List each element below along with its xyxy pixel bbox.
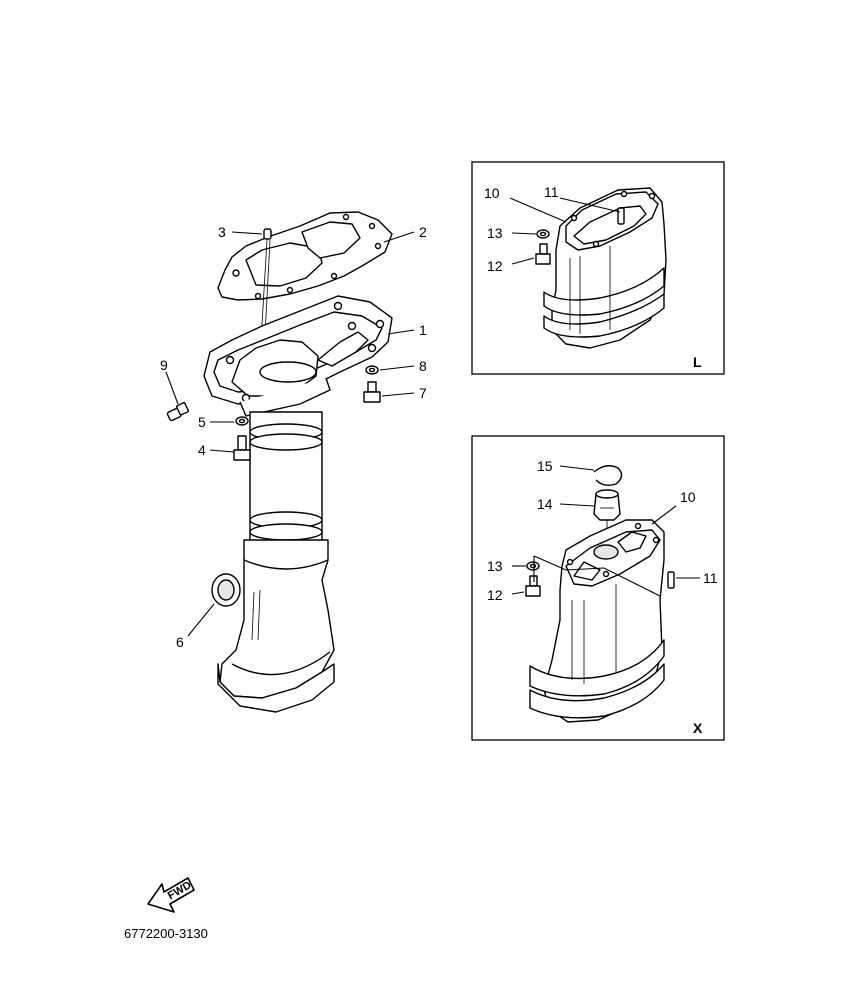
callout-3: 3: [218, 224, 226, 240]
callout-4: 4: [198, 442, 206, 458]
casing-flange-part-1: [203, 295, 393, 417]
washer-part-13-l: [536, 229, 550, 239]
callout-15-x: 15: [537, 458, 553, 474]
upper-casing-assembly: 3 2 1 8 7 9 5 4 6: [160, 211, 427, 713]
bolt-part-12-l: [535, 243, 551, 265]
callout-2: 2: [419, 224, 427, 240]
pin-part-11-x: [667, 571, 675, 589]
box-x-letter: X: [693, 720, 703, 736]
gasket-part-2: [217, 211, 393, 301]
fwd-arrow-icon: FWD: [147, 877, 195, 913]
lower-casing-body: [217, 539, 335, 713]
callout-10-x: 10: [680, 489, 696, 505]
bolt-part-12-x: [525, 575, 541, 597]
box-l-letter: L: [693, 354, 702, 370]
bolt-part-4: [233, 435, 251, 461]
callout-13-x: 13: [487, 558, 503, 574]
callout-11-x: 11: [703, 570, 718, 586]
washer-part-5: [235, 416, 249, 426]
callout-11-l: 11: [544, 184, 559, 200]
grommet-part-6: [211, 573, 241, 607]
callout-1: 1: [419, 322, 427, 338]
callout-8: 8: [419, 358, 427, 374]
nut-part-14: [593, 489, 621, 521]
box-x-leader-lines: [511, 465, 700, 597]
callout-14-x: 14: [537, 496, 553, 512]
callout-12-x: 12: [487, 587, 503, 603]
box-l-leader-lines: [509, 197, 621, 265]
exhaust-tube: [249, 411, 323, 549]
variant-box-l: 10 11 13 12 L: [471, 161, 725, 375]
callout-7: 7: [419, 385, 427, 401]
callout-10-l: 10: [484, 185, 500, 201]
casing-part-10-x: [529, 519, 665, 723]
bolt-part-7: [363, 381, 381, 403]
callout-6: 6: [176, 634, 184, 650]
variant-box-x: 15 14 10 13 12 11 X: [471, 435, 725, 741]
casing-part-10-l: [543, 187, 667, 349]
washer-part-13-x: [526, 561, 540, 571]
washer-part-8: [365, 365, 379, 375]
main-leader-lines: [165, 231, 415, 637]
callout-5: 5: [198, 414, 206, 430]
callout-13-l: 13: [487, 225, 503, 241]
callout-12-l: 12: [487, 258, 503, 274]
callout-9: 9: [160, 357, 168, 373]
pin-part-11-l: [617, 207, 625, 225]
plug-part-9: [166, 401, 190, 422]
circlip-part-15: [593, 465, 623, 487]
diagram-part-code: 6772200-3130: [124, 926, 208, 941]
dowel-pin-part-3: [263, 228, 272, 240]
